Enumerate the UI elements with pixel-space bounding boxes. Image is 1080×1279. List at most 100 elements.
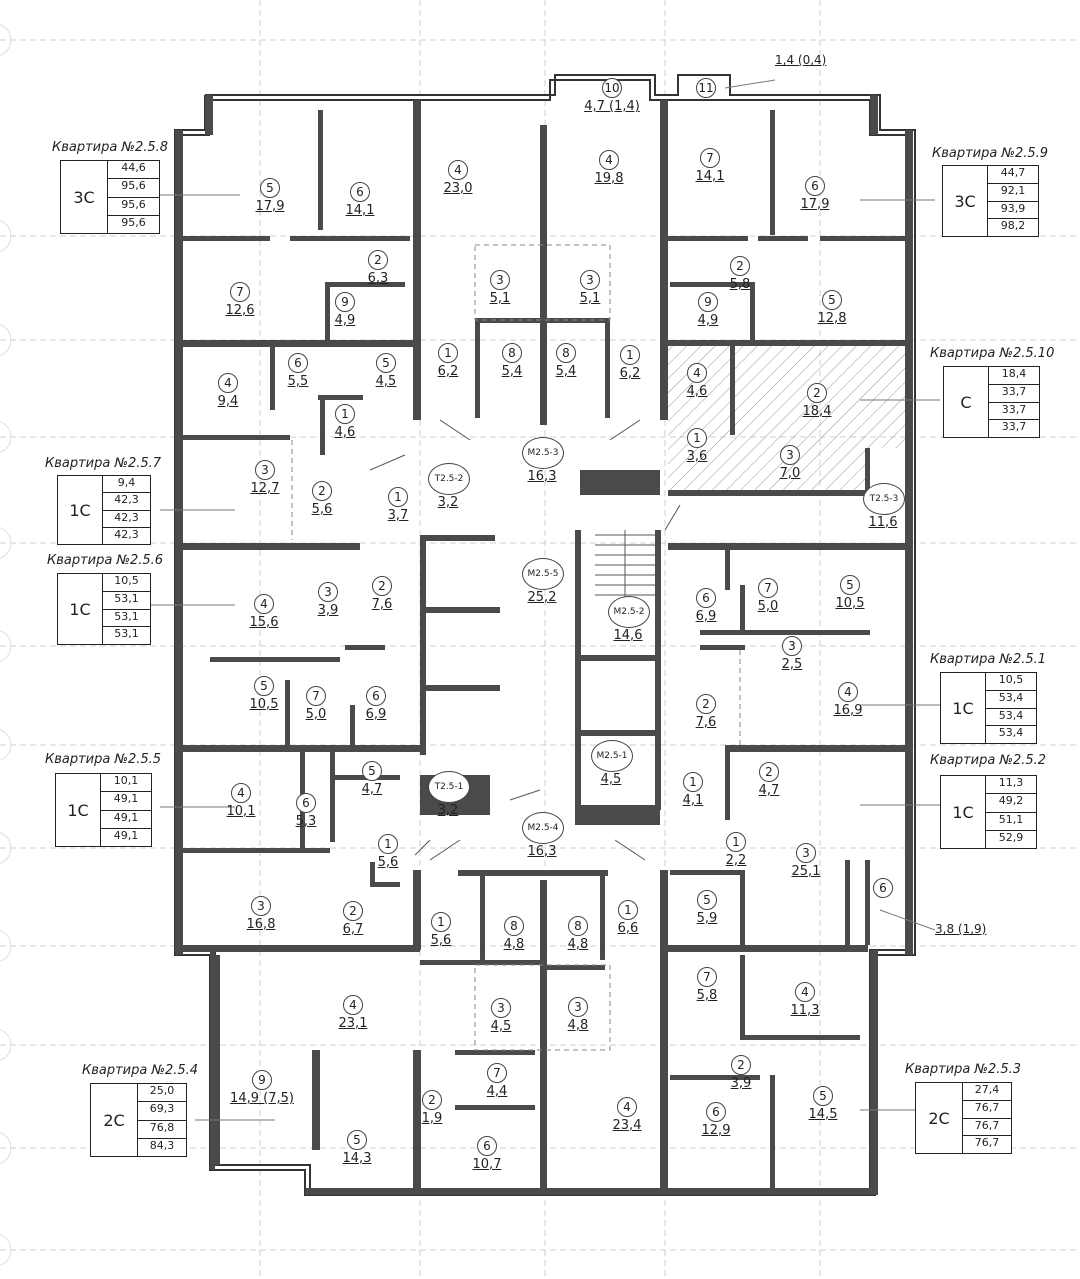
room-number: 5: [250, 178, 290, 198]
room-area: 5,6: [377, 855, 399, 870]
apartment-area-value: 49,1: [101, 792, 151, 811]
room-number-circle: 2: [759, 762, 779, 782]
room-number-circle: 6: [350, 182, 370, 202]
core-room-area: 25,2: [527, 590, 557, 605]
room-number-circle: 5: [697, 890, 717, 910]
room-number: 2: [721, 1055, 761, 1075]
room-number-circle: 5: [376, 353, 396, 373]
apartment-area-value: 95,6: [121, 215, 146, 229]
room-area: 14,1: [345, 203, 375, 218]
room-number-circle: 3: [796, 843, 816, 863]
room-number: 3: [786, 843, 826, 863]
balcony-right-note: 3,8 (1,9): [935, 922, 987, 936]
room-number-circle: 5: [840, 575, 860, 595]
room-number-circle: 9: [335, 292, 355, 312]
core-room-code: М2.5-2: [608, 596, 650, 628]
apartment-area-value: 42,3: [114, 527, 139, 541]
room-area: 5,6: [311, 502, 333, 517]
room-area: 10,1: [226, 804, 256, 819]
room-area: 7,6: [695, 715, 717, 730]
room-area: 4,5: [490, 1019, 512, 1034]
room-number: 6: [696, 1102, 736, 1122]
room-number-circle: 7: [487, 1063, 507, 1083]
room-number-circle: 1: [683, 772, 703, 792]
room-area: 12,8: [817, 311, 847, 326]
room-number: 4: [677, 363, 717, 383]
room-area: 17,9: [255, 199, 285, 214]
room-number-circle: 5: [362, 761, 382, 781]
apartment-title: Квартира №2.5.6: [47, 553, 164, 568]
room-area: 6,2: [437, 364, 459, 379]
room-number-circle: 8: [502, 343, 522, 363]
room-area: 4,8: [503, 937, 525, 952]
room-number: 1: [368, 834, 408, 854]
apartment-area-value: 10,5: [986, 673, 1036, 691]
room-area: 12,6: [225, 303, 255, 318]
room-number: 9: [242, 1070, 282, 1090]
room-area: 2,2: [725, 853, 747, 868]
room-number: 2: [749, 762, 789, 782]
room-number-circle: 7: [697, 967, 717, 987]
apartment-type: 3С: [61, 161, 108, 233]
room-area: 19,8: [594, 171, 624, 186]
room-area: 12,7: [250, 481, 280, 496]
apartment-area-value: 44,6: [108, 161, 159, 180]
room-area: 23,0: [443, 181, 473, 196]
room-number: 10: [592, 78, 632, 98]
apartment-area-value: 33,7: [989, 385, 1039, 403]
room-area: 10,5: [249, 697, 279, 712]
room-number-circle: 2: [368, 250, 388, 270]
room-number-circle: 3: [780, 445, 800, 465]
core-room-code: Т2.5-1: [428, 771, 470, 803]
room-number-circle: 4: [448, 160, 468, 180]
room-number: 7: [220, 282, 260, 302]
room-number-circle: 5: [260, 178, 280, 198]
room-number-circle: 6: [873, 878, 893, 898]
room-number-circle: 4: [838, 682, 858, 702]
room-number: 6: [286, 793, 326, 813]
room-number: 8: [492, 343, 532, 363]
room-area: 16,9: [833, 703, 863, 718]
apartment-type: 1С: [941, 673, 986, 743]
room-number: 2: [720, 256, 760, 276]
room-number: 4: [244, 594, 284, 614]
balcony-top-note: 1,4 (0,4): [775, 53, 827, 67]
apartment-title: Квартира №2.5.3: [905, 1062, 1022, 1077]
room-number: 3: [770, 445, 810, 465]
apartment-title: Квартира №2.5.2: [930, 753, 1047, 768]
core-room-code: М2.5-1: [591, 740, 633, 772]
room-area: 9,4: [217, 394, 239, 409]
room-number-circle: 8: [504, 916, 524, 936]
room-number: 5: [337, 1130, 377, 1150]
room-number-circle: 3: [782, 636, 802, 656]
apartment-title: Квартира №2.5.4: [82, 1063, 199, 1078]
room-number: 2: [333, 901, 373, 921]
core-room-code: М2.5-5: [522, 558, 564, 590]
room-area: 6,6: [617, 921, 639, 936]
room-number-circle: 2: [422, 1090, 442, 1110]
apartment-area-value: 53,4: [998, 726, 1024, 740]
room-area: 11,3: [790, 1003, 820, 1018]
room-number-circle: 1: [431, 912, 451, 932]
apartment-type: 1С: [56, 774, 101, 846]
apartment-area-value: 11,3: [986, 776, 1036, 795]
apartment-title: Квартира №2.5.7: [45, 456, 162, 471]
room-number: 3: [570, 270, 610, 290]
apartment-area-value: 76,7: [963, 1119, 1011, 1137]
core-room-area: 14,6: [613, 628, 643, 643]
room-number-circle: 1: [438, 343, 458, 363]
room-area: 23,1: [338, 1016, 368, 1031]
room-area: 5,5: [287, 374, 309, 389]
room-area: 4,6: [334, 425, 356, 440]
core-room-area: 16,3: [527, 469, 557, 484]
apartment-type: 1С: [58, 574, 103, 644]
core-room-code: Т2.5-2: [428, 463, 470, 495]
room-area: 5,8: [729, 277, 751, 292]
room-area: 5,6: [430, 933, 452, 948]
room-number-circle: 1: [726, 832, 746, 852]
apartment-area-value: 95,6: [108, 198, 159, 216]
room-area: 6,9: [695, 609, 717, 624]
apartment-title: Квартира №2.5.1: [930, 652, 1047, 667]
